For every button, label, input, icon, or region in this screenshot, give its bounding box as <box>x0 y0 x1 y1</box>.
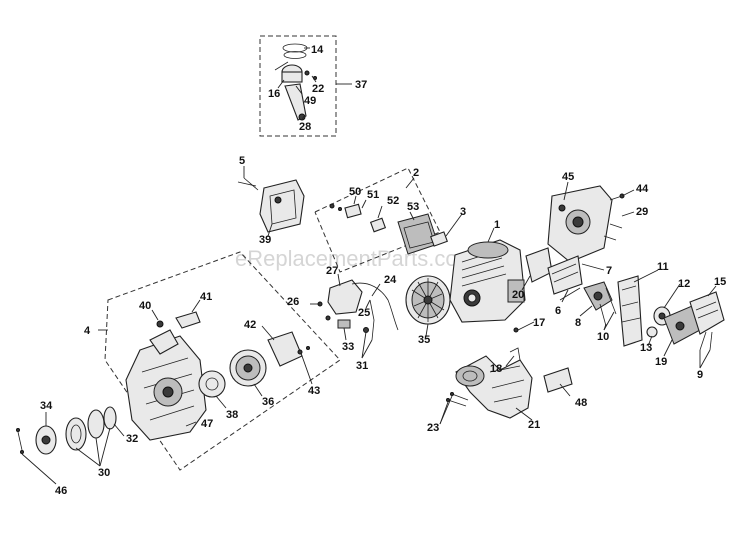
callout-6: 6 <box>555 305 561 317</box>
callout-41: 41 <box>200 291 212 303</box>
callout-47: 47 <box>201 418 213 430</box>
callout-29: 29 <box>636 206 648 218</box>
callout-1: 1 <box>494 219 500 231</box>
callout-48: 48 <box>575 397 587 409</box>
callout-12: 12 <box>678 278 690 290</box>
callout-49: 49 <box>304 95 316 107</box>
callout-51: 51 <box>367 189 379 201</box>
callout-4: 4 <box>84 325 91 337</box>
callout-14: 14 <box>311 44 324 56</box>
callout-52: 52 <box>387 195 399 207</box>
callout-11: 11 <box>657 261 669 273</box>
callout-39: 39 <box>259 234 271 246</box>
callout-5: 5 <box>239 155 245 167</box>
callout-43: 43 <box>308 385 320 397</box>
callout-30: 30 <box>98 467 110 479</box>
leader-lines <box>21 47 717 485</box>
callout-16: 16 <box>268 88 280 100</box>
carb-kit-group-outline <box>314 167 441 273</box>
callout-8: 8 <box>575 317 581 329</box>
flywheel <box>405 275 451 325</box>
callout-23: 23 <box>427 422 439 434</box>
boom-housing <box>455 327 533 419</box>
callout-19: 19 <box>655 356 667 368</box>
callout-22: 22 <box>312 83 324 95</box>
carburetor <box>583 281 617 327</box>
callout-32: 32 <box>126 433 138 445</box>
callout-37: 37 <box>355 79 367 91</box>
callout-26: 26 <box>287 296 299 308</box>
callout-31: 31 <box>356 360 368 372</box>
callout-15: 15 <box>714 276 726 288</box>
callout-36: 36 <box>262 396 274 408</box>
callout-10: 10 <box>597 331 609 343</box>
starter-group-outline <box>104 251 341 471</box>
callout-27: 27 <box>326 265 338 277</box>
callout-50: 50 <box>349 186 361 198</box>
callout-13: 13 <box>640 342 652 354</box>
intake-parts <box>525 247 583 301</box>
clutch-parts <box>16 406 117 455</box>
callout-44: 44 <box>636 183 649 195</box>
callout-labels: 14 37 22 16 49 28 5 2 45 44 50 51 52 53 … <box>40 44 726 497</box>
muffler-parts <box>646 291 725 351</box>
ignition-module <box>317 279 399 341</box>
heat-shield <box>617 275 643 347</box>
callout-42: 42 <box>244 319 256 331</box>
callout-17: 17 <box>533 317 545 329</box>
watermark: eReplacementParts.com <box>235 246 476 271</box>
callout-21: 21 <box>528 419 540 431</box>
screws <box>446 392 469 407</box>
callout-33: 33 <box>342 341 354 353</box>
starter-housing <box>125 329 207 441</box>
callout-46: 46 <box>55 485 67 497</box>
callout-7: 7 <box>606 265 612 277</box>
callout-24: 24 <box>384 274 397 286</box>
callout-35: 35 <box>418 334 430 346</box>
callout-53: 53 <box>407 201 419 213</box>
callout-45: 45 <box>562 171 574 183</box>
carburetor-kit <box>329 203 448 255</box>
starter-components <box>156 311 310 398</box>
callout-34: 34 <box>40 400 53 412</box>
callout-9: 9 <box>697 369 703 381</box>
callout-2: 2 <box>413 167 419 179</box>
callout-38: 38 <box>226 409 238 421</box>
crankcase-cover <box>547 185 625 263</box>
hanger-bracket <box>543 367 573 393</box>
callout-40: 40 <box>139 300 151 312</box>
callout-3: 3 <box>460 206 466 218</box>
callout-25: 25 <box>358 307 370 319</box>
callout-18: 18 <box>490 363 502 375</box>
callout-28: 28 <box>299 121 311 133</box>
callout-20: 20 <box>512 289 524 301</box>
air-filter-cover <box>237 177 305 233</box>
